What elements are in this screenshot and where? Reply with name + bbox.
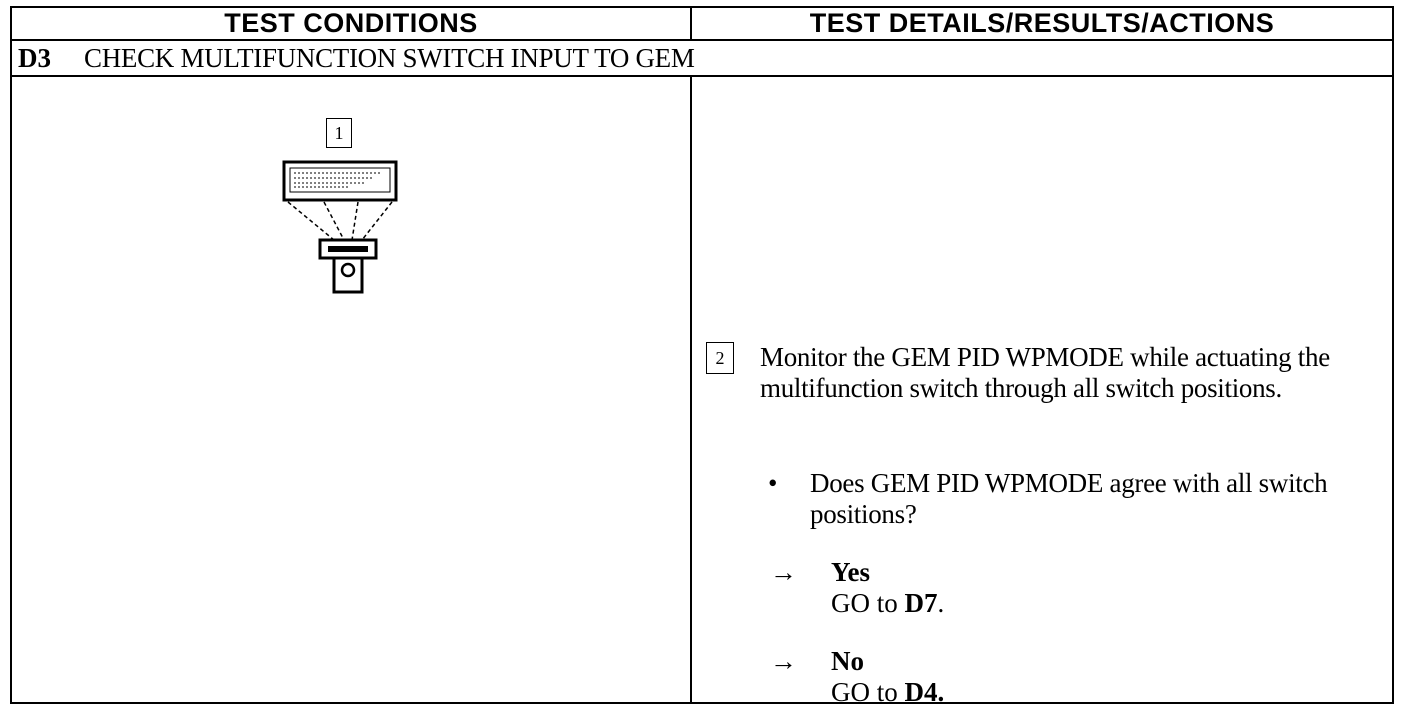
answer-no-label: No	[831, 646, 864, 676]
table-header-row: TEST CONDITIONS TEST DETAILS/RESULTS/ACT…	[12, 8, 1392, 41]
body-column-divider	[690, 77, 692, 702]
answer-yes-label: Yes	[831, 557, 870, 587]
action-target: D4	[904, 677, 938, 707]
header-test-details: TEST DETAILS/RESULTS/ACTIONS	[809, 8, 1275, 38]
action-prefix: GO to	[831, 677, 905, 707]
answer-no: → No GO to D4.	[770, 646, 1170, 708]
step-title-row: D3 CHECK MULTIFUNCTION SWITCH INPUT TO G…	[12, 41, 1392, 77]
callout-1: 1	[326, 118, 352, 148]
header-column-divider	[690, 8, 692, 41]
action-target: D7	[904, 588, 938, 618]
action-prefix: GO to	[831, 588, 905, 618]
arrow-right-icon: →	[770, 646, 797, 676]
action-suffix: .	[937, 588, 945, 618]
callout-2: 2	[706, 342, 734, 374]
answer-no-action: GO to D4.	[831, 677, 1170, 708]
bullet: •	[768, 468, 778, 498]
test-table: TEST CONDITIONS TEST DETAILS/RESULTS/ACT…	[10, 6, 1394, 707]
step-id: D3	[18, 42, 51, 73]
answer-yes: → Yes GO to D7.	[770, 557, 1170, 619]
question-block: • Does GEM PID WPMODE agree with all swi…	[768, 468, 1368, 530]
answer-yes-action: GO to D7.	[831, 588, 1170, 619]
action-suffix: .	[937, 677, 945, 707]
header-test-conditions: TEST CONDITIONS	[224, 8, 478, 38]
instruction-text: Monitor the GEM PID WPMODE while actuati…	[760, 342, 1330, 403]
step-title: CHECK MULTIFUNCTION SWITCH INPUT TO GEM	[84, 42, 695, 73]
scan-tool-connection-icon	[282, 160, 398, 294]
question-text: Does GEM PID WPMODE agree with all switc…	[810, 468, 1328, 529]
arrow-right-icon: →	[770, 557, 797, 587]
